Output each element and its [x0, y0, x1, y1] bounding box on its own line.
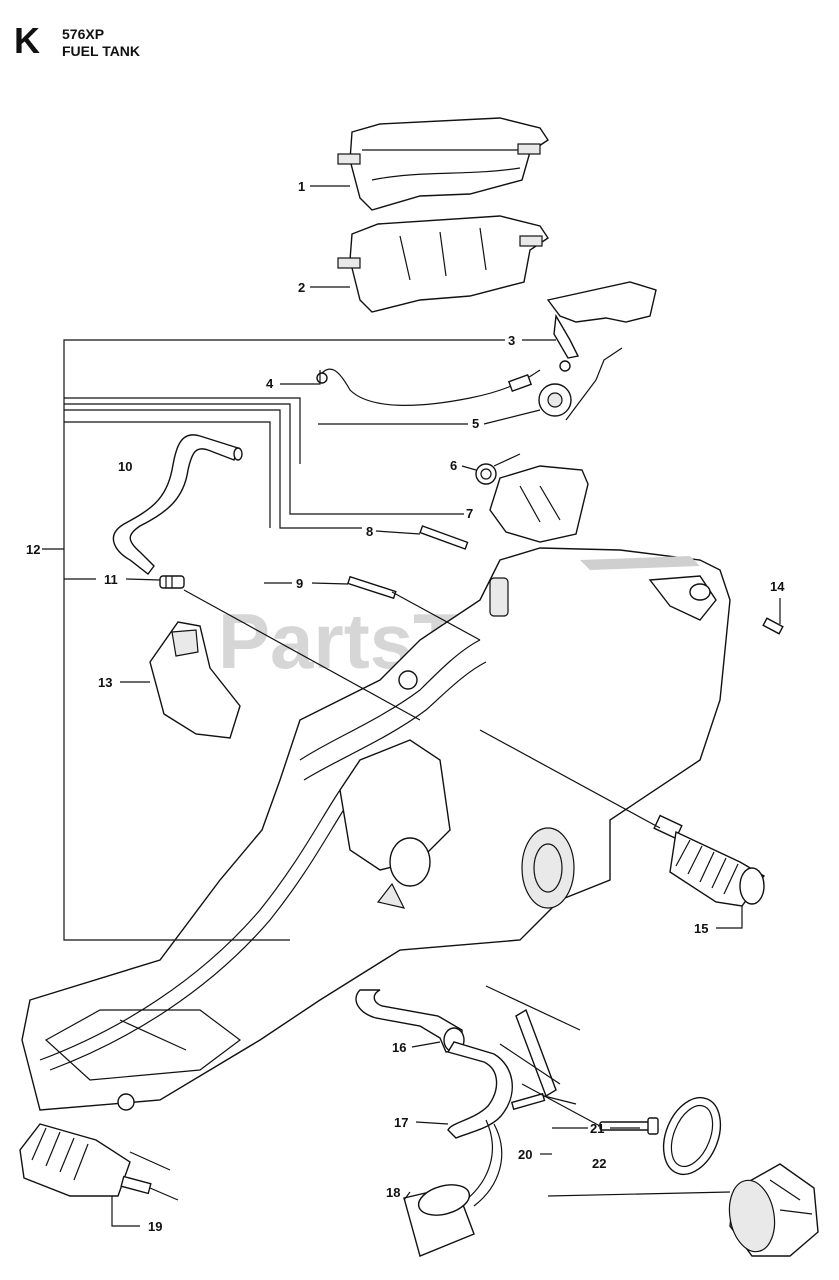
- section-letter: K: [14, 20, 40, 61]
- callout-13[interactable]: 13: [98, 675, 112, 690]
- part-8-pin[interactable]: [419, 525, 469, 550]
- part-5-switch[interactable]: [538, 347, 623, 421]
- part-6-spring[interactable]: [475, 453, 521, 485]
- callout-2[interactable]: 2: [298, 280, 305, 295]
- part-1-cover-top[interactable]: [337, 117, 549, 211]
- callout-19[interactable]: 19: [148, 1219, 162, 1234]
- part-13-intake-boot[interactable]: [149, 621, 241, 739]
- part-14-screw[interactable]: [762, 617, 784, 635]
- fuel-cap[interactable]: [724, 1163, 819, 1257]
- callout-18[interactable]: 18: [386, 1185, 400, 1200]
- callout-4[interactable]: 4: [266, 376, 274, 391]
- callout-6[interactable]: 6: [450, 458, 457, 473]
- part-18-fuel-filter[interactable]: [403, 1180, 475, 1257]
- part-7-throttle-lock[interactable]: [489, 465, 589, 543]
- callout-12[interactable]: 12: [26, 542, 40, 557]
- callout-10[interactable]: 10: [118, 459, 132, 474]
- part-21-screw[interactable]: [599, 1117, 659, 1135]
- callout-22[interactable]: 22: [592, 1156, 606, 1171]
- part-11-connector[interactable]: [159, 575, 185, 589]
- part-22-seal-ring[interactable]: [653, 1089, 731, 1183]
- callout-labels: 1 2 3 4 5 6 8 7 9 10 11 12 13 14 15 16 1…: [26, 179, 785, 1234]
- model-number: 576XP: [62, 26, 105, 42]
- part-2-cover-bottom[interactable]: [337, 215, 549, 313]
- callout-21[interactable]: 21: [590, 1121, 604, 1136]
- part-10-fuel-hose[interactable]: [112, 434, 243, 575]
- callout-8[interactable]: 8: [366, 524, 373, 539]
- leader-lines: [42, 185, 781, 1227]
- callout-9[interactable]: 9: [296, 576, 303, 591]
- callout-16[interactable]: 16: [392, 1040, 406, 1055]
- callout-15[interactable]: 15: [694, 921, 708, 936]
- callout-7[interactable]: 7: [466, 506, 473, 521]
- part-15-av-spring[interactable]: [653, 814, 766, 907]
- callout-11[interactable]: 11: [104, 572, 118, 587]
- page-title: FUEL TANK: [62, 43, 141, 59]
- callout-1[interactable]: 1: [298, 179, 305, 194]
- part-17-fuel-line[interactable]: [446, 1041, 513, 1207]
- callout-5[interactable]: 5: [472, 416, 479, 431]
- part-20-lever[interactable]: [510, 1008, 577, 1111]
- part-19-av-spring[interactable]: [19, 1123, 152, 1197]
- fuel-tank-housing[interactable]: [21, 547, 731, 1111]
- callout-17[interactable]: 17: [394, 1115, 408, 1130]
- part-4-cable[interactable]: [316, 360, 571, 406]
- part-9-pin[interactable]: [347, 575, 397, 600]
- part-3-trigger[interactable]: [546, 281, 657, 359]
- part-16-hose[interactable]: [355, 989, 465, 1053]
- callout-14[interactable]: 14: [770, 579, 785, 594]
- callout-3[interactable]: 3: [508, 333, 515, 348]
- callout-20[interactable]: 20: [518, 1147, 532, 1162]
